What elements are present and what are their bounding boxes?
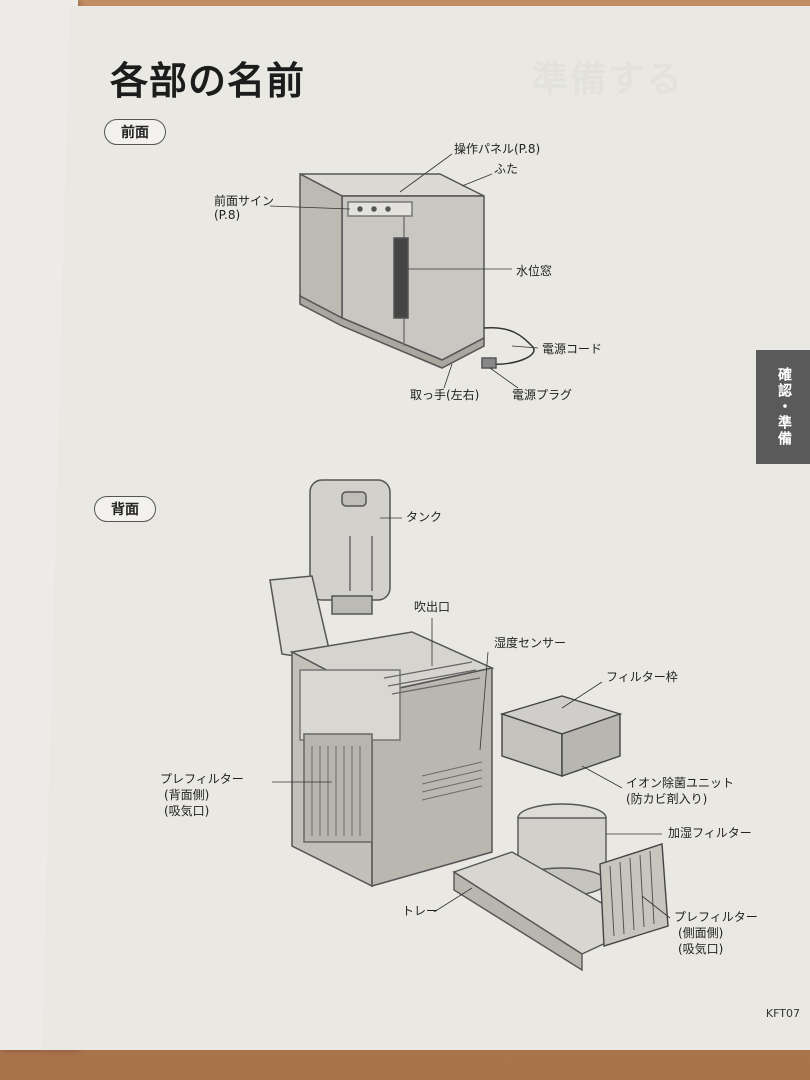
background-ghost-text: 準備する: [532, 59, 685, 100]
side-tab: 確認・準備: [756, 350, 810, 464]
label-handle: 取っ手(左右): [410, 388, 480, 402]
filter-frame-illustration: [499, 695, 623, 777]
section-back: 背面: [94, 496, 156, 522]
label-tray: トレー: [402, 904, 439, 918]
label-outlet: 吹出口: [414, 600, 451, 614]
label-prefilter-side-side: (側面側): [678, 926, 724, 940]
page-code: KFT07: [765, 1007, 800, 1020]
label-ion-unit-note: (防カビ剤入り): [626, 792, 708, 806]
label-front-sign: 前面サイン: [214, 194, 275, 208]
label-filter-frame: フィルター枠: [606, 670, 678, 684]
back-leader-lines: [272, 517, 671, 919]
label-ion-unit: イオン除菌ユニット: [626, 776, 735, 790]
page-title: 各部の名前: [110, 59, 306, 103]
label-prefilter-side: プレフィルター: [674, 910, 758, 924]
parts-illustration: [269, 153, 671, 972]
front-humidifier-illustration: [299, 172, 535, 369]
water-tank-illustration: [309, 479, 391, 615]
label-power-plug: 電源プラグ: [512, 388, 573, 402]
section-front: 前面: [104, 119, 166, 145]
label-humid-filter: 加湿フィルター: [668, 826, 752, 840]
side-prefilter-illustration: [599, 843, 669, 947]
label-power-cord: 電源コード: [542, 342, 603, 356]
label-control-panel: 操作パネル(P.8): [454, 142, 541, 156]
back-humidifier-illustration: [269, 575, 495, 888]
label-prefilter-back: プレフィルター: [160, 772, 244, 786]
label-front-sign-page: (P.8): [214, 208, 241, 222]
label-prefilter-back-intake: (吸気口): [164, 804, 210, 818]
label-humidity-sensor: 湿度センサー: [494, 636, 567, 650]
manual-page: 準備する 各部の名前 前面 背面 確認・準備: [42, 6, 810, 1050]
label-prefilter-back-side: (背面側): [164, 788, 210, 802]
label-water-window: 水位窓: [516, 264, 553, 278]
front-leader-lines: [269, 153, 539, 389]
label-prefilter-side-intake: (吸気口): [678, 942, 724, 956]
label-lid: ふた: [494, 162, 519, 176]
label-tank: タンク: [406, 510, 443, 524]
